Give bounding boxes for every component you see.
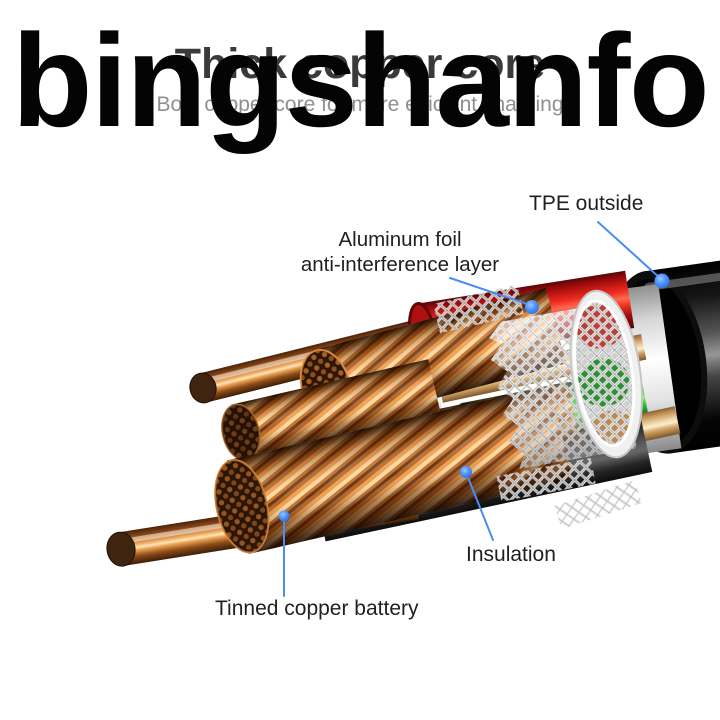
- leader-line-aluminum: [449, 277, 531, 306]
- label-aluminum-foil-line1: Aluminum foil: [338, 228, 462, 251]
- leader-line-tpe: [597, 221, 662, 280]
- callout-leaders: [283, 221, 662, 597]
- braid-fragment: [433, 284, 524, 334]
- leader-line-insulation: [466, 474, 494, 541]
- braid-fragment: [496, 457, 596, 502]
- label-tinned-copper: Tinned copper battery: [215, 597, 419, 620]
- page-title: Thick copper core: [174, 40, 546, 88]
- page-subtitle: Bold copper core for more efficient char…: [156, 93, 564, 116]
- copper-bundle: [214, 385, 573, 554]
- copper-bundle: [221, 359, 442, 462]
- label-aluminum-foil: Aluminum foil anti-interference layer: [250, 227, 550, 277]
- brand-watermark: bingshanfo: [11, 7, 710, 154]
- callout-dot-insulation: [460, 466, 472, 478]
- callout-dot-aluminum: [525, 300, 539, 314]
- label-tpe-outside: TPE outside: [529, 192, 644, 215]
- cable-cut-face: [566, 289, 643, 459]
- braid-fragment: [554, 480, 642, 530]
- callout-dot-tinned: [278, 510, 290, 522]
- label-insulation: Insulation: [466, 543, 556, 566]
- callout-dot-tpe: [654, 273, 670, 289]
- label-aluminum-foil-line2: anti-interference layer: [300, 253, 500, 276]
